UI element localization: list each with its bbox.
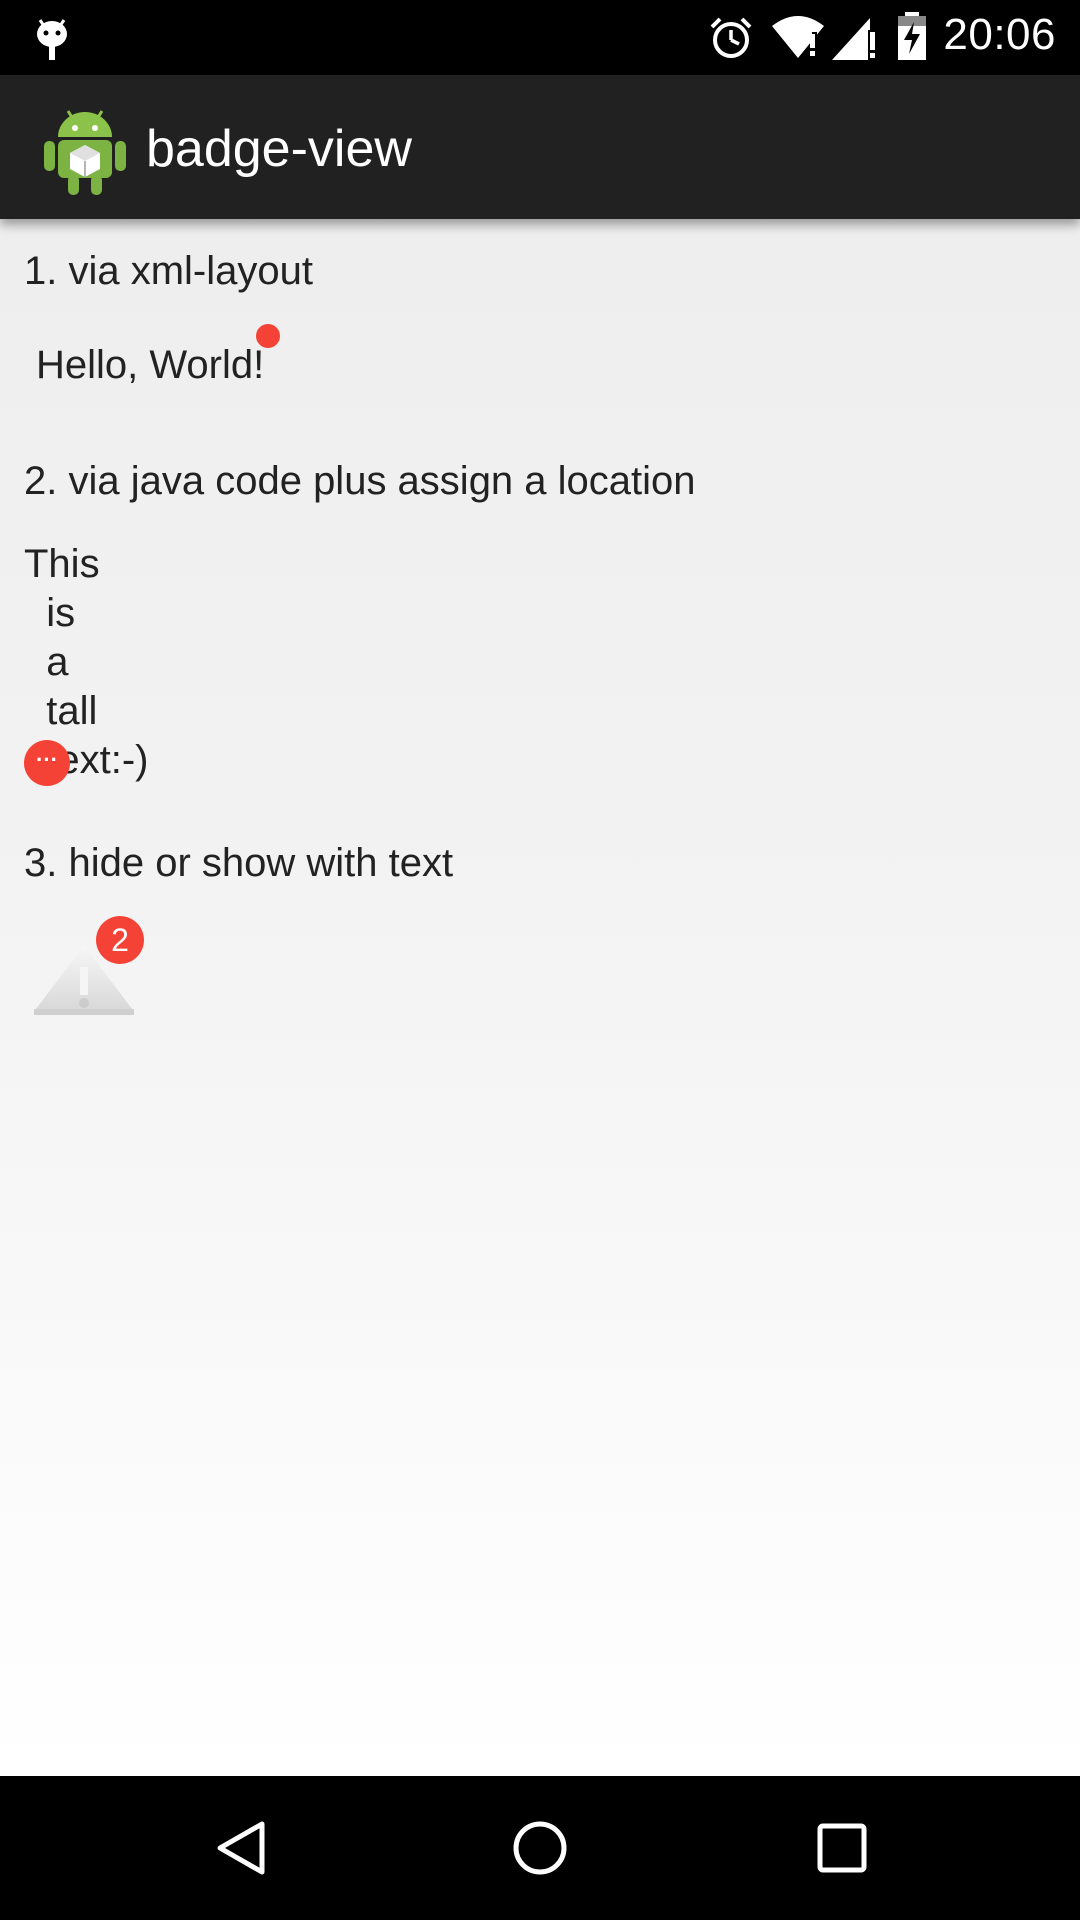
- warning-icon[interactable]: [34, 909, 134, 1024]
- recents-icon[interactable]: [812, 1818, 872, 1883]
- ellipsis-badge: ···: [24, 740, 70, 786]
- section-2-title: 2. via java code plus assign a location: [24, 459, 696, 503]
- android-app-icon: [40, 97, 130, 202]
- section-1-title: 1. via xml-layout: [24, 249, 313, 293]
- main-content: 1. via xml-layout Hello, World! 2. via j…: [0, 219, 1080, 1776]
- wifi-icon: [770, 14, 826, 65]
- app-title: badge-view: [146, 120, 412, 178]
- status-clock: 20:06: [943, 10, 1056, 59]
- navigation-bar: [0, 1776, 1080, 1920]
- back-icon[interactable]: [212, 1818, 272, 1883]
- status-bar: 20:06: [0, 0, 1080, 75]
- alarm-icon: [708, 15, 754, 66]
- hello-text: Hello, World!: [36, 343, 265, 387]
- count-badge[interactable]: 2: [96, 916, 144, 964]
- dot-badge: [256, 324, 280, 348]
- debug-icon: [34, 14, 70, 67]
- battery-charging-icon: [896, 12, 928, 67]
- signal-icon: [830, 14, 878, 67]
- home-icon[interactable]: [510, 1818, 570, 1883]
- action-bar: badge-view: [0, 75, 1080, 219]
- section-3-title: 3. hide or show with text: [24, 841, 454, 885]
